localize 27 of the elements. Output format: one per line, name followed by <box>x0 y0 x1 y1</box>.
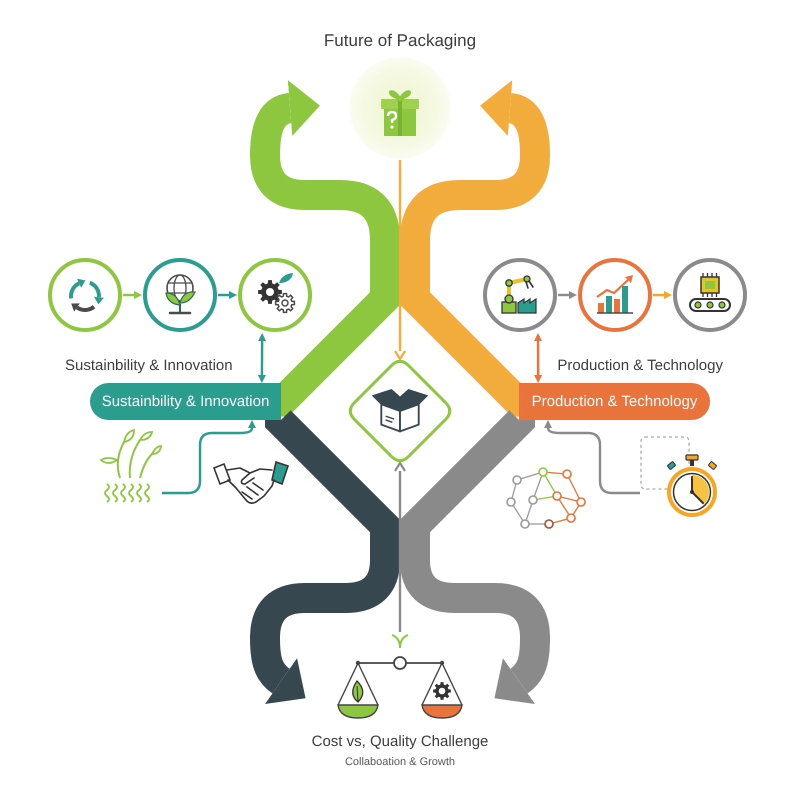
gears-icon <box>237 257 313 333</box>
robot-arm-icon <box>482 257 558 333</box>
arrow <box>123 291 142 299</box>
arrow <box>544 420 640 494</box>
globe-plant-icon <box>142 257 218 333</box>
arrow <box>653 291 672 299</box>
ribbon-arrow <box>400 80 550 416</box>
chip-conveyor-icon <box>672 257 748 333</box>
ribbon-arrow <box>250 80 400 416</box>
diamond-frame <box>348 359 452 463</box>
subtitle-text: Collaboation & Growth <box>344 755 456 770</box>
section-banner: Production & Technology <box>519 383 710 420</box>
section-label: Sustainbility & Innovation <box>65 356 233 376</box>
arrow <box>394 160 406 360</box>
heading-text: Cost vs, Quality Challenge <box>312 732 488 752</box>
plant-roots-icon <box>98 428 162 504</box>
arrow <box>394 462 406 632</box>
recycling-icon <box>47 257 123 333</box>
double-arrow <box>258 333 266 383</box>
section-label: Production & Technology <box>557 356 723 376</box>
double-arrow <box>534 333 542 383</box>
arrow <box>218 291 237 299</box>
section-banner: Sustainbility & Innovation <box>90 383 281 420</box>
arrow <box>162 420 256 494</box>
arrow <box>558 291 577 299</box>
title-text: Future of Packaging <box>324 30 476 52</box>
bar-chart-icon <box>577 257 653 333</box>
